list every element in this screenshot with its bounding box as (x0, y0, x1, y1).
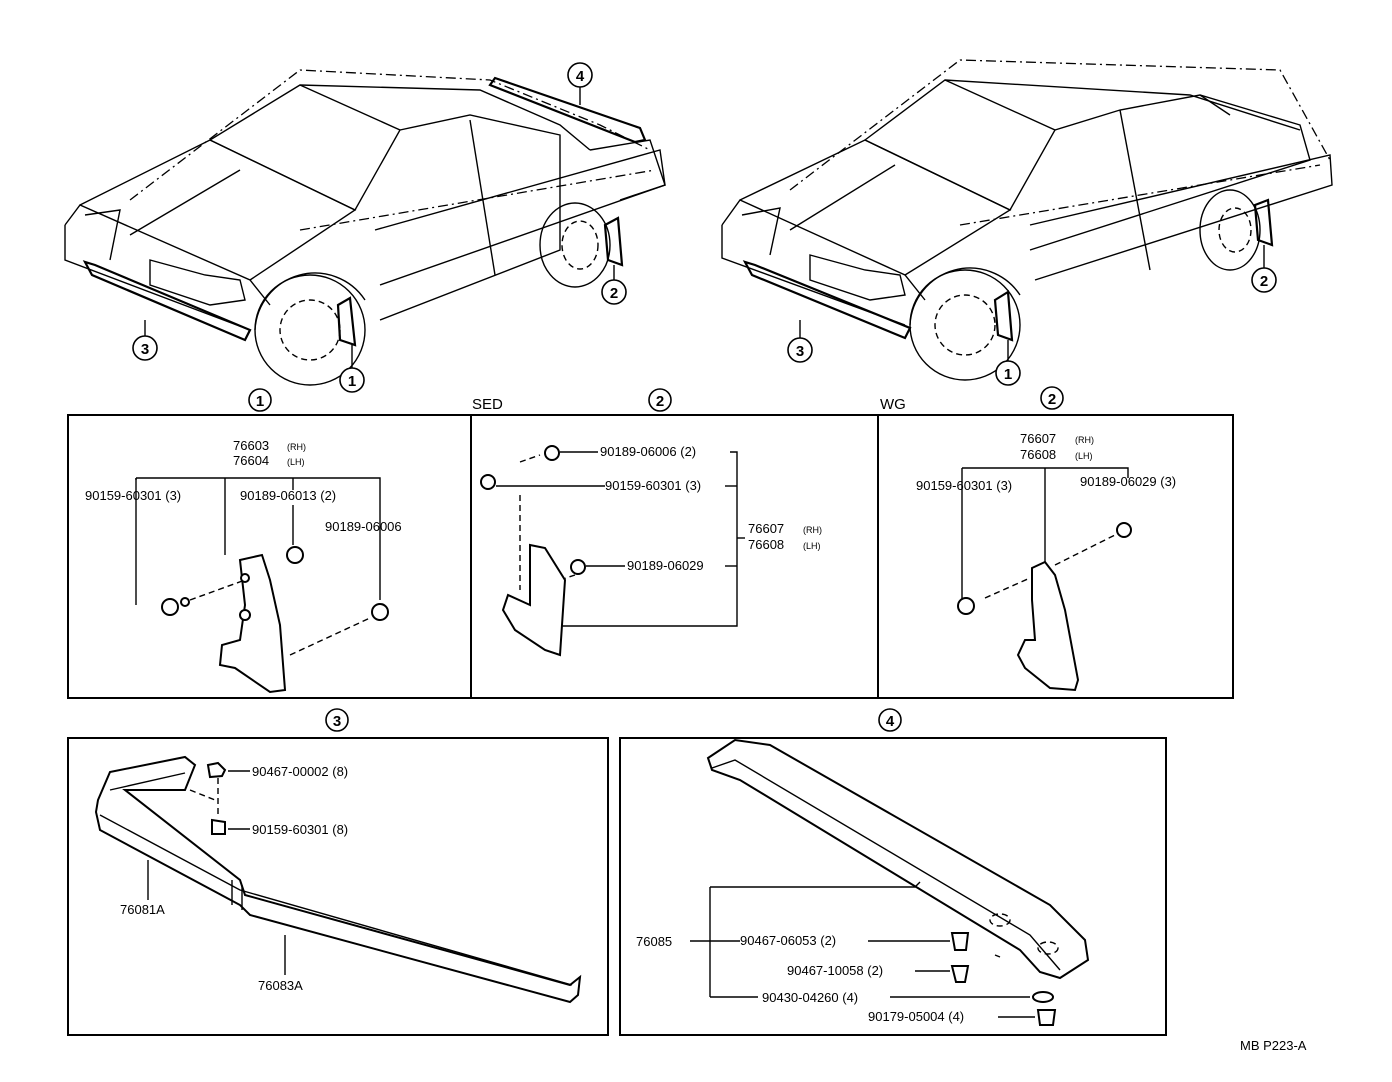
wagon-callout-2: 2 (1260, 273, 1268, 290)
box5-clip-b: 90467-10058 (2) (787, 963, 883, 978)
section-wg: WG (880, 396, 906, 413)
box1-screw: 90159-60301 (3) (85, 488, 181, 503)
box3-clip: 90189-06029 (3) (1080, 474, 1176, 489)
box5-nut: 90179-05004 (4) (868, 1009, 964, 1024)
box2-part-b-side: (LH) (803, 541, 821, 551)
box2-screw: 90159-60301 (3) (605, 478, 701, 493)
box1-callout: 1 (256, 393, 264, 410)
box-sedan-rear-mudflap: SED 2 90189-06006 (2) 90159-60301 (3) 76… (470, 388, 879, 699)
wagon-callout-1: 1 (1004, 366, 1012, 383)
callout-2: 2 (610, 285, 618, 302)
box2-part-a-side: (RH) (803, 525, 822, 535)
box1-part-a-side: (RH) (287, 442, 306, 452)
box2-part-a: 76607 (748, 521, 784, 536)
sedan-illustration: 3 4 1 2 (64, 62, 666, 393)
wagon-illustration: 3 1 2 (721, 59, 1333, 386)
box2-nut: 90189-06006 (2) (600, 444, 696, 459)
section-sed: SED (472, 396, 503, 413)
diagram-code: MB P223-A (1240, 1038, 1307, 1053)
box3-callout: 2 (1048, 391, 1056, 408)
callout-1: 1 (348, 373, 356, 390)
box4-rear: 76083A (258, 978, 303, 993)
box3-screw: 90159-60301 (3) (916, 478, 1012, 493)
box1-part-a: 76603 (233, 438, 269, 453)
box3-part-b: 76608 (1020, 447, 1056, 462)
box2-clip: 90189-06029 (627, 558, 704, 573)
callout-3: 3 (141, 341, 149, 358)
box3-part-b-side: (LH) (1075, 451, 1093, 461)
box4-nut: 90467-00002 (8) (252, 764, 348, 779)
box-rear-spoiler: 4 76085 90467-06053 (2) 90467-10058 (2) … (619, 708, 1167, 1036)
box1-part-b: 76604 (233, 453, 269, 468)
box5-clip-a: 90467-06053 (2) (740, 933, 836, 948)
wagon-callout-3: 3 (796, 343, 804, 360)
callout-4: 4 (576, 68, 585, 85)
box4-callout: 3 (333, 713, 341, 730)
box3-part-a-side: (RH) (1075, 435, 1094, 445)
box5-callout: 4 (886, 713, 895, 730)
box5-spoiler: 76085 (636, 934, 672, 949)
box-wagon-rear-mudflap: WG 2 76607 (RH) 76608 (LH) 90159-60301 (… (877, 386, 1234, 699)
box1-clip: 90189-06013 (2) (240, 488, 336, 503)
box5-washer: 90430-04260 (4) (762, 990, 858, 1005)
box3-part-a: 76607 (1020, 431, 1056, 446)
box-front-mudflap: 1 76603 (RH) 76604 (LH) 90159-60301 (3) … (67, 388, 472, 699)
box4-front: 76081A (120, 902, 165, 917)
box4-screw: 90159-60301 (8) (252, 822, 348, 837)
box2-callout: 2 (656, 393, 664, 410)
box1-part-b-side: (LH) (287, 457, 305, 467)
box-front-spoiler: 3 90467-00002 (8) 90159-60301 (8) 76081A… (67, 708, 609, 1036)
box2-part-b: 76608 (748, 537, 784, 552)
box1-nut: 90189-06006 (325, 519, 402, 534)
